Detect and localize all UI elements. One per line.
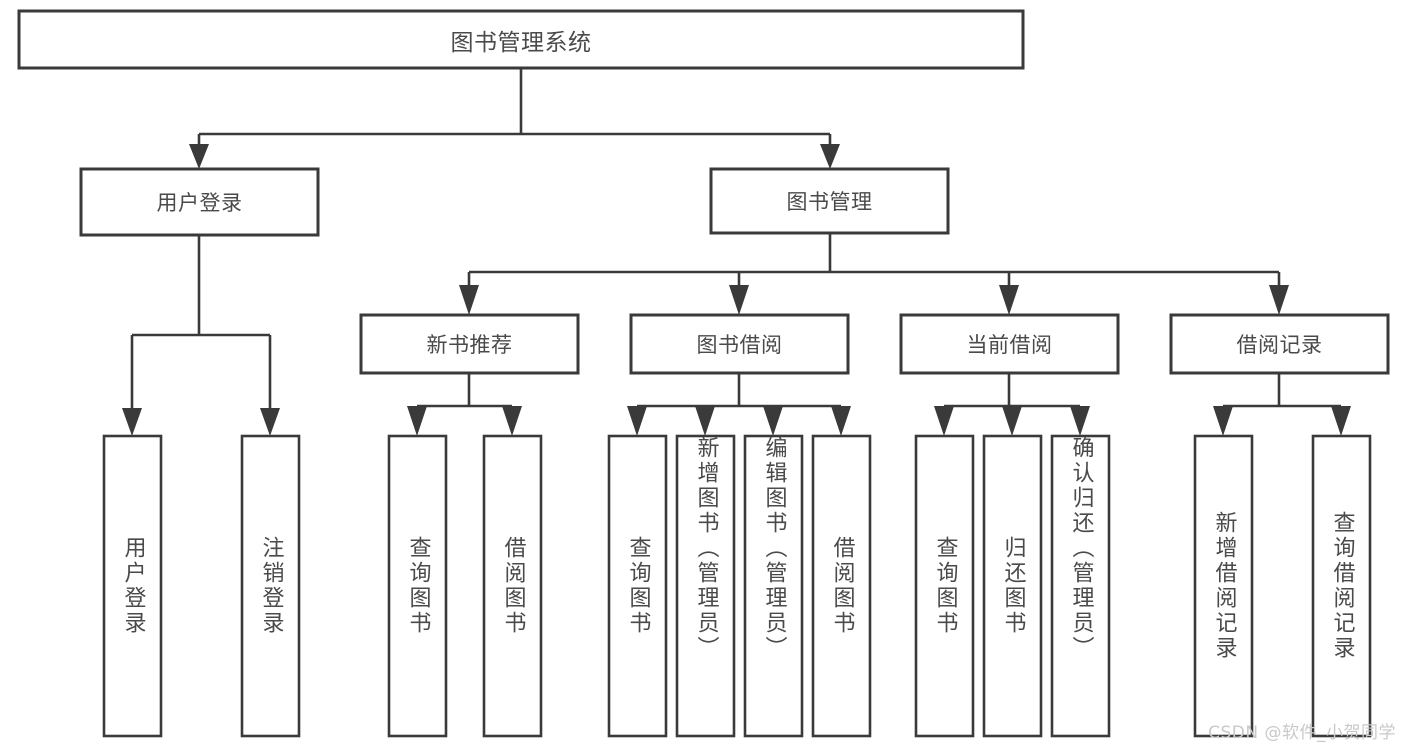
connector-group-borrow-record [1213,373,1351,436]
connector-group-current-borrow [934,373,1090,436]
arrow-head-leaf-edit-book [763,406,783,436]
arrow-head-leaf-query-book-2 [627,406,647,436]
arrow-head-book-borrow [729,285,749,315]
arrow-head-leaf-add-record [1213,406,1233,436]
node-box-user-login[interactable] [79,167,320,237]
arrow-head-leaf-query-record [1331,406,1351,436]
node-box-book-borrow[interactable] [629,313,850,375]
node-box-leaf-confirm-return[interactable] [1050,434,1111,738]
node-box-leaf-query-book-1[interactable] [387,434,448,738]
arrow-head-leaf-add-book [695,406,715,436]
arrow-head-leaf-logout [260,408,280,436]
node-box-leaf-user-login[interactable] [102,434,163,738]
node-box-book-manage[interactable] [709,167,950,235]
arrow-head-leaf-query-book-1 [407,406,427,436]
node-box-new-book-recommend[interactable] [359,313,580,375]
arrow-head-leaf-user-login [122,408,142,436]
arrow-head-current-borrow [999,285,1019,315]
connector-group-user-login [122,235,280,436]
arrow-head-leaf-borrow-book-2 [831,406,851,436]
arrow-head-leaf-query-book-3 [934,406,954,436]
node-box-leaf-borrow-book-2[interactable] [811,434,872,738]
arrow-head-leaf-confirm-return [1070,406,1090,436]
connector-group-root [189,68,840,169]
csdn-watermark: CSDN @软件_小贺同学 [1208,723,1396,743]
node-box-leaf-query-book-3[interactable] [914,434,975,738]
node-box-current-borrow[interactable] [899,313,1120,375]
arrow-head-leaf-borrow-book-1 [502,406,522,436]
node-box-leaf-add-book[interactable] [675,434,736,738]
node-box-borrow-record[interactable] [1169,313,1390,375]
node-box-leaf-edit-book[interactable] [743,434,804,738]
node-box-leaf-logout[interactable] [240,434,301,738]
arrow-head-new-book-recommend [459,285,479,315]
node-box-leaf-query-book-2[interactable] [607,434,668,738]
arrow-head-book-manage [820,144,840,169]
arrow-head-leaf-return-book [1002,406,1022,436]
node-box-leaf-return-book[interactable] [982,434,1043,738]
node-box-root[interactable] [17,9,1025,70]
connector-group-book-borrow [627,373,851,436]
arrow-head-borrow-record [1269,285,1289,315]
node-box-leaf-borrow-book-1[interactable] [482,434,543,738]
connector-group-new-book-recommend [407,373,522,436]
node-box-leaf-add-record[interactable] [1193,434,1254,738]
arrow-head-user-login [189,144,209,169]
connector-group-book-manage [459,233,1289,315]
node-box-leaf-query-record[interactable] [1311,434,1372,738]
